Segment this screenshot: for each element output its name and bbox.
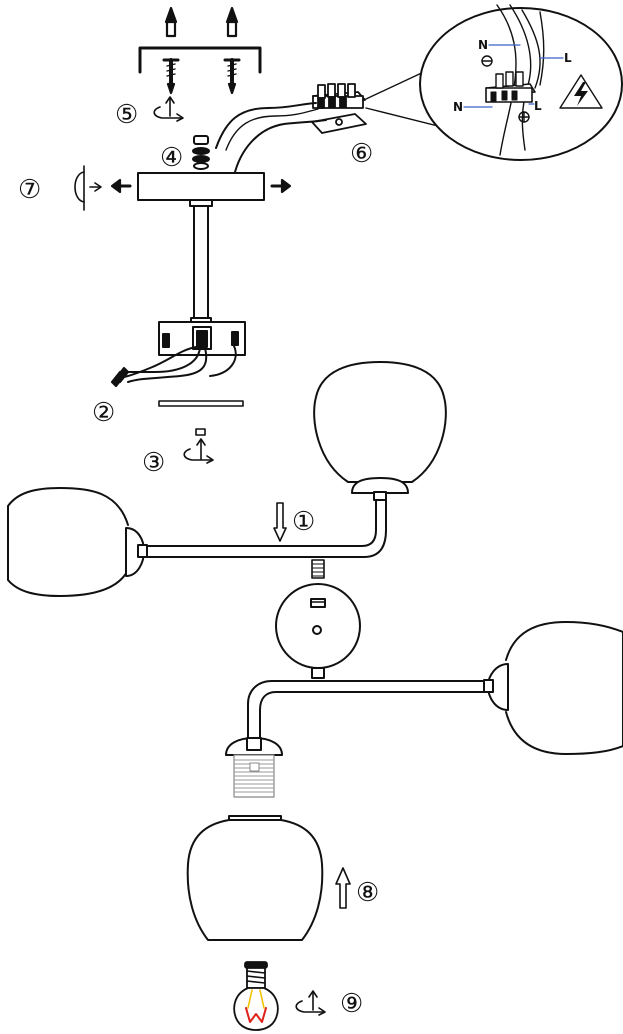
washers-nut [192,135,210,170]
rotate-arrow-icon-5 [153,96,184,122]
slide-arrow-right-icon [270,178,292,194]
junction-plate [158,321,246,356]
step-labels: ① ② ③ ④ ⑤ ⑥ ⑦ ⑧ ⑨ [18,100,379,1019]
step-8-label: ⑧ [356,878,379,908]
left-shade-holder [125,527,148,577]
lower-arm [247,680,491,743]
step-7-label: ⑦ [18,175,41,205]
top-glass-shade [313,361,447,483]
down-arrow-icon-1 [273,502,287,542]
stem-rod [189,199,213,329]
lamp-wires [119,345,237,383]
up-arrow-icon-8 [335,867,351,909]
rotate-arrow-icon-9 [295,990,326,1016]
lamp-socket [225,737,283,798]
live-label-bottom: L [534,99,542,113]
neutral-label-top: N [478,38,488,52]
wall-anchor-right-icon [225,6,239,38]
left-glass-shade [7,487,129,597]
wiring-detail-magnifier [419,4,623,161]
right-shade-holder [483,663,509,711]
callout-line [365,69,447,129]
top-shade-holder [351,477,409,501]
rotate-arrow-icon-7 [74,165,102,211]
right-glass-shade [505,621,623,755]
step-5-label: ⑤ [115,100,138,130]
terminal-block [312,83,366,109]
step-2-label: ② [92,398,115,428]
light-bulb-icon [233,961,279,1031]
wall-anchor-left-icon [164,6,178,38]
wire-labels-leaders [463,44,564,108]
live-label-top: L [564,51,572,65]
ceiling-canopy [137,172,265,201]
center-ball [275,583,361,679]
earth-plate [311,113,367,134]
step-4-label: ④ [160,143,183,173]
neutral-label-bottom: N [453,100,463,114]
upper-arm [146,499,387,558]
screw-left-icon [162,58,180,95]
rotate-arrow-icon-3 [183,428,214,464]
electric-warning-icon [559,74,603,109]
slide-arrow-left-icon [110,178,132,194]
cover-strip [158,400,244,407]
step-3-label: ③ [142,448,165,478]
wire-ends-icon [110,366,130,388]
mounting-bracket [138,46,262,74]
bottom-glass-shade [186,815,324,941]
wire-letter-labels: N L N L [453,38,572,114]
step-9-label: ⑨ [340,989,363,1019]
supply-wires [215,102,327,177]
threaded-nipple [311,559,325,579]
step-6-label: ⑥ [350,139,373,169]
screw-right-icon [223,58,241,95]
step-1-label: ① [292,507,315,537]
